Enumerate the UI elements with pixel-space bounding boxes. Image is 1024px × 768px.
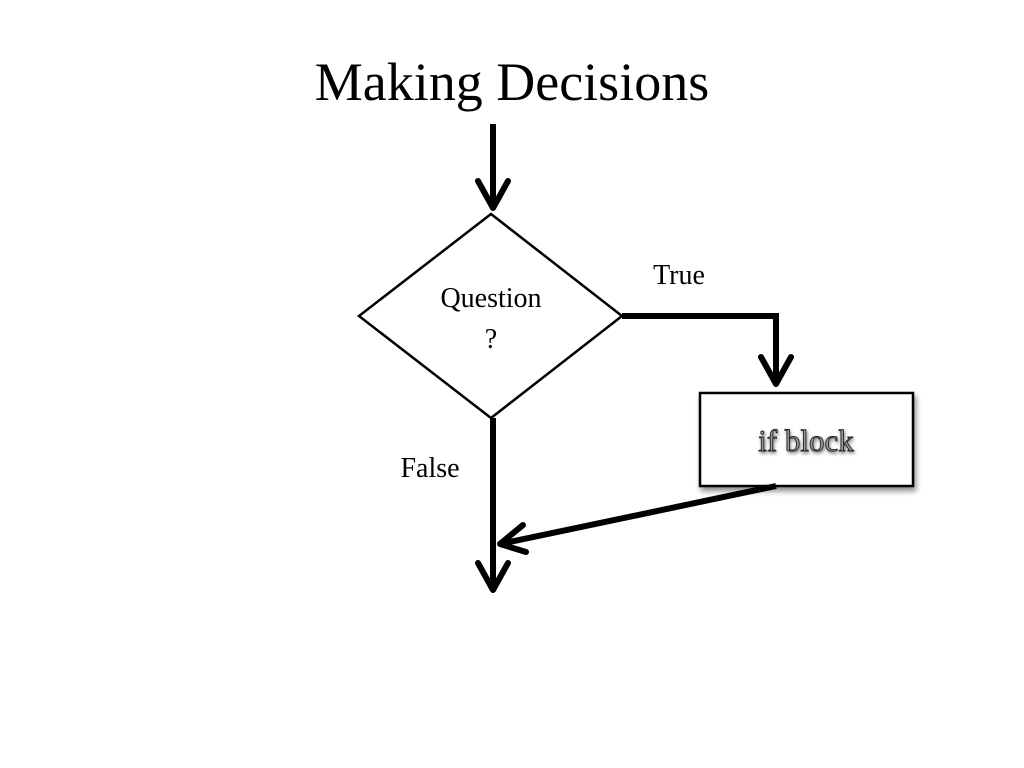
true-branch-arrow <box>622 313 794 387</box>
entry-arrow <box>475 124 511 211</box>
decision-diamond-shape <box>356 212 625 420</box>
false-branch-arrow <box>475 418 511 593</box>
false-label: False <box>400 453 459 484</box>
decision-label-line1: Question <box>440 283 541 314</box>
process-node: if block <box>698 391 915 488</box>
if-block-box <box>698 391 915 488</box>
slide-title: Making Decisions <box>314 52 710 112</box>
if-block-label: if block <box>758 423 854 458</box>
true-label: True <box>653 260 705 291</box>
decision-label-line2: ? <box>485 324 497 355</box>
merge-arrow <box>497 483 777 555</box>
decision-node: Question ? <box>356 212 625 420</box>
